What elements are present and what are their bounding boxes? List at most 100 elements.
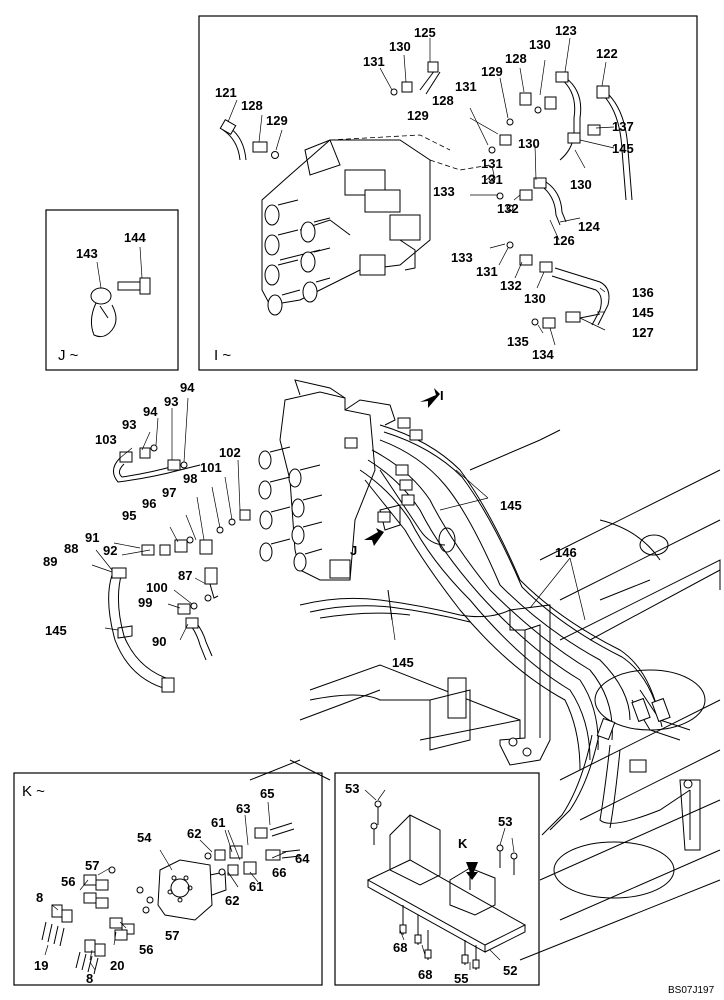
callout-label: 97 xyxy=(162,485,176,500)
arrow-K-label: K xyxy=(458,836,468,851)
callout-label: 56 xyxy=(61,874,75,889)
callout-label: 134 xyxy=(532,347,554,362)
arrows: I J K xyxy=(350,388,478,880)
callout-label: 129 xyxy=(407,108,429,123)
callout-label: 101 xyxy=(200,460,222,475)
callout-label: 145 xyxy=(45,623,67,638)
callout-label: 133 xyxy=(451,250,473,265)
inset-J-frame xyxy=(45,209,179,371)
callout-label: 62 xyxy=(225,893,239,908)
callout-label: 90 xyxy=(152,634,166,649)
callout-label: 88 xyxy=(64,541,78,556)
callout-label: 131 xyxy=(481,172,503,187)
callout-label: 130 xyxy=(529,37,551,52)
callout-label: 100 xyxy=(146,580,168,595)
callout-label: 130 xyxy=(524,291,546,306)
callout-label: 57 xyxy=(165,928,179,943)
callout-label: 124 xyxy=(578,219,600,234)
callout-label: 89 xyxy=(43,554,57,569)
callout-label: 144 xyxy=(124,230,146,245)
callout-label: 133 xyxy=(433,184,455,199)
callout-labels: 125 130 131 129 128 130 123 122 121 128 … xyxy=(34,23,654,986)
callout-label: 94 xyxy=(143,404,158,419)
callout-label: 130 xyxy=(570,177,592,192)
callout-label: 103 xyxy=(95,432,117,447)
callout-label: 145 xyxy=(500,498,522,513)
callout-label: 95 xyxy=(122,508,136,523)
callout-label: 131 xyxy=(476,264,498,279)
inset-I: I ~ xyxy=(198,15,698,371)
fittings-main-right xyxy=(344,417,423,523)
callout-label: 53 xyxy=(345,781,359,796)
callout-label: 135 xyxy=(507,334,529,349)
callout-label: 66 xyxy=(272,865,286,880)
callout-label: 121 xyxy=(215,85,237,100)
callout-label: 91 xyxy=(85,530,99,545)
callout-label: 63 xyxy=(236,801,250,816)
callout-label: 128 xyxy=(241,98,263,113)
inset-J-label: J ~ xyxy=(58,347,79,364)
callout-label: 123 xyxy=(555,23,577,38)
callout-label: 61 xyxy=(211,815,225,830)
callout-label: 53 xyxy=(498,814,512,829)
callout-label: 145 xyxy=(392,655,414,670)
callout-label: 52 xyxy=(503,963,517,978)
callout-label: 56 xyxy=(139,942,153,957)
arrow-I-label: I xyxy=(440,388,444,403)
callout-label: 145 xyxy=(612,141,634,156)
main-assembly: I J K xyxy=(91,379,721,961)
fittings-inset-I xyxy=(219,61,633,329)
callout-label: 57 xyxy=(85,858,99,873)
callout-label: 93 xyxy=(164,394,178,409)
control-valve-inset-I xyxy=(261,134,491,316)
callout-label: 132 xyxy=(500,278,522,293)
leaders-inset-I xyxy=(227,37,615,346)
callout-label: 61 xyxy=(249,879,263,894)
arrow-J-label: J xyxy=(350,543,357,558)
callout-label: 8 xyxy=(86,971,93,986)
drawing-code: BS07J197 xyxy=(668,985,715,996)
callout-label: 145 xyxy=(632,305,654,320)
callout-label: 92 xyxy=(103,543,117,558)
callout-label: 99 xyxy=(138,595,152,610)
callout-label: 146 xyxy=(555,545,577,560)
callout-label: 136 xyxy=(632,285,654,300)
callout-label: 130 xyxy=(518,136,540,151)
inset-K-label: K ~ xyxy=(22,783,45,800)
callout-label: 62 xyxy=(187,826,201,841)
callout-label: 94 xyxy=(180,380,195,395)
callout-label: 137 xyxy=(612,119,634,134)
callout-label: 98 xyxy=(183,471,197,486)
callout-label: 96 xyxy=(142,496,156,511)
callout-label: 131 xyxy=(363,54,385,69)
hose-bracket xyxy=(499,604,551,766)
callout-label: 87 xyxy=(178,568,192,583)
callout-label: 102 xyxy=(219,445,241,460)
callout-label: 54 xyxy=(137,830,152,845)
callout-label: 68 xyxy=(418,967,432,982)
callout-label: 130 xyxy=(389,39,411,54)
inset-K-frame xyxy=(13,772,323,986)
hose-bundle xyxy=(299,424,691,836)
fittings-main-left xyxy=(108,444,251,693)
callout-label: 126 xyxy=(553,233,575,248)
callout-label: 131 xyxy=(481,156,503,171)
callout-label: 19 xyxy=(34,958,48,973)
inset-K: K ~ xyxy=(13,772,323,986)
inset-J: J ~ xyxy=(45,209,179,371)
callout-label: 129 xyxy=(266,113,288,128)
inset-I-label: I ~ xyxy=(214,347,231,364)
inset-I-frame xyxy=(198,15,698,371)
callout-label: 122 xyxy=(596,46,618,61)
callout-label: 55 xyxy=(454,971,468,986)
inset-plate xyxy=(334,772,540,986)
callout-label: 8 xyxy=(36,890,43,905)
callout-label: 143 xyxy=(76,246,98,261)
callout-label: 20 xyxy=(110,958,124,973)
callout-label: 68 xyxy=(393,940,407,955)
control-valve-main xyxy=(258,379,401,581)
callout-label: 131 xyxy=(455,79,477,94)
callout-label: 127 xyxy=(632,325,654,340)
callout-label: 128 xyxy=(432,93,454,108)
